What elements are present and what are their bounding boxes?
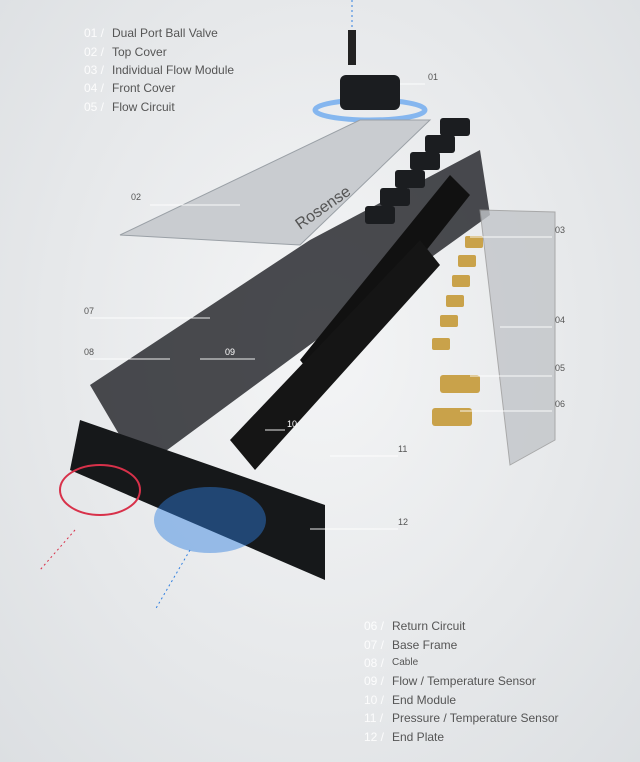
callout-07: 07: [84, 306, 95, 316]
legend-label: Top Cover: [112, 44, 167, 59]
legend-label: Base Frame: [392, 637, 458, 652]
legend-label: Cable: [392, 657, 419, 669]
legend-number: 02 /: [84, 44, 105, 59]
legend-number: 05 /: [84, 99, 105, 114]
legend-label: End Plate: [392, 729, 445, 744]
legend-number: 01 /: [84, 26, 105, 41]
legend-number: 12 /: [364, 729, 385, 744]
callout-12: 12: [398, 517, 409, 527]
legend-number: 06 /: [364, 619, 385, 634]
legend-label: Front Cover: [112, 81, 176, 96]
flow-modules-part: [365, 118, 470, 224]
return-ring: [59, 464, 141, 516]
leader-lines: [90, 83, 552, 530]
top-cover-part: [119, 119, 432, 246]
base-frame-part: [90, 150, 490, 470]
callout-03: 03: [555, 225, 566, 235]
legend-number: 09 /: [364, 674, 385, 689]
front-cover-part: [479, 209, 556, 466]
callout-10: 10: [287, 419, 298, 429]
brass-fittings: [432, 236, 483, 426]
legend-bottom: 06 / Return Circuit 07 / Base Frame 08 / Ca…: [364, 617, 559, 746]
callout-01: 01: [428, 72, 439, 82]
legend-item: 10 / End Module: [364, 691, 559, 709]
legend-item: 07 / Base Frame: [364, 635, 559, 653]
legend-item: 12 / End Plate: [364, 727, 559, 745]
legend-number: 08 /: [364, 655, 385, 670]
legend-item: 11 / Pressure / Temperature Sensor: [364, 709, 559, 727]
legend-number: 10 /: [364, 692, 385, 707]
legend-top: 01 / Dual Port Ball Valve 02 / Top Cover 0…: [84, 24, 234, 116]
legend-number: 07 /: [364, 637, 385, 652]
callout-05: 05: [555, 363, 566, 373]
flow-ring: [154, 487, 266, 553]
legend-number: 04 /: [84, 81, 105, 96]
legend-item: 02 / Top Cover: [84, 42, 234, 60]
legend-item: 06 / Return Circuit: [364, 617, 559, 635]
callout-02: 02: [131, 192, 142, 202]
legend-item: 04 / Front Cover: [84, 79, 234, 97]
ball-valve-part: [312, 30, 428, 123]
legend-label: Flow / Temperature Sensor: [392, 674, 536, 689]
legend-label: Return Circuit: [392, 619, 466, 634]
legend-item: 09 / Flow / Temperature Sensor: [364, 672, 559, 690]
circuit-pipes-part: [230, 175, 470, 470]
legend-number: 11 /: [364, 711, 384, 726]
callout-11: 11: [398, 444, 408, 454]
legend-item: 05 / Flow Circuit: [84, 98, 234, 116]
callout-06: 06: [555, 399, 566, 409]
legend-number: 03 /: [84, 62, 105, 77]
legend-item: 01 / Dual Port Ball Valve: [84, 24, 234, 42]
legend-item: 08 / Cable: [364, 654, 559, 672]
legend-label: Individual Flow Module: [112, 62, 235, 77]
end-plate-part: [70, 420, 325, 580]
legend-label: Pressure / Temperature Sensor: [392, 711, 559, 726]
callout-04: 04: [555, 315, 566, 325]
callout-09: 09: [225, 347, 236, 357]
callout-08: 08: [84, 347, 95, 357]
legend-label: End Module: [392, 692, 457, 707]
legend-item: 03 / Individual Flow Module: [84, 61, 234, 79]
legend-label: Dual Port Ball Valve: [112, 26, 218, 41]
legend-label: Flow Circuit: [112, 99, 175, 114]
